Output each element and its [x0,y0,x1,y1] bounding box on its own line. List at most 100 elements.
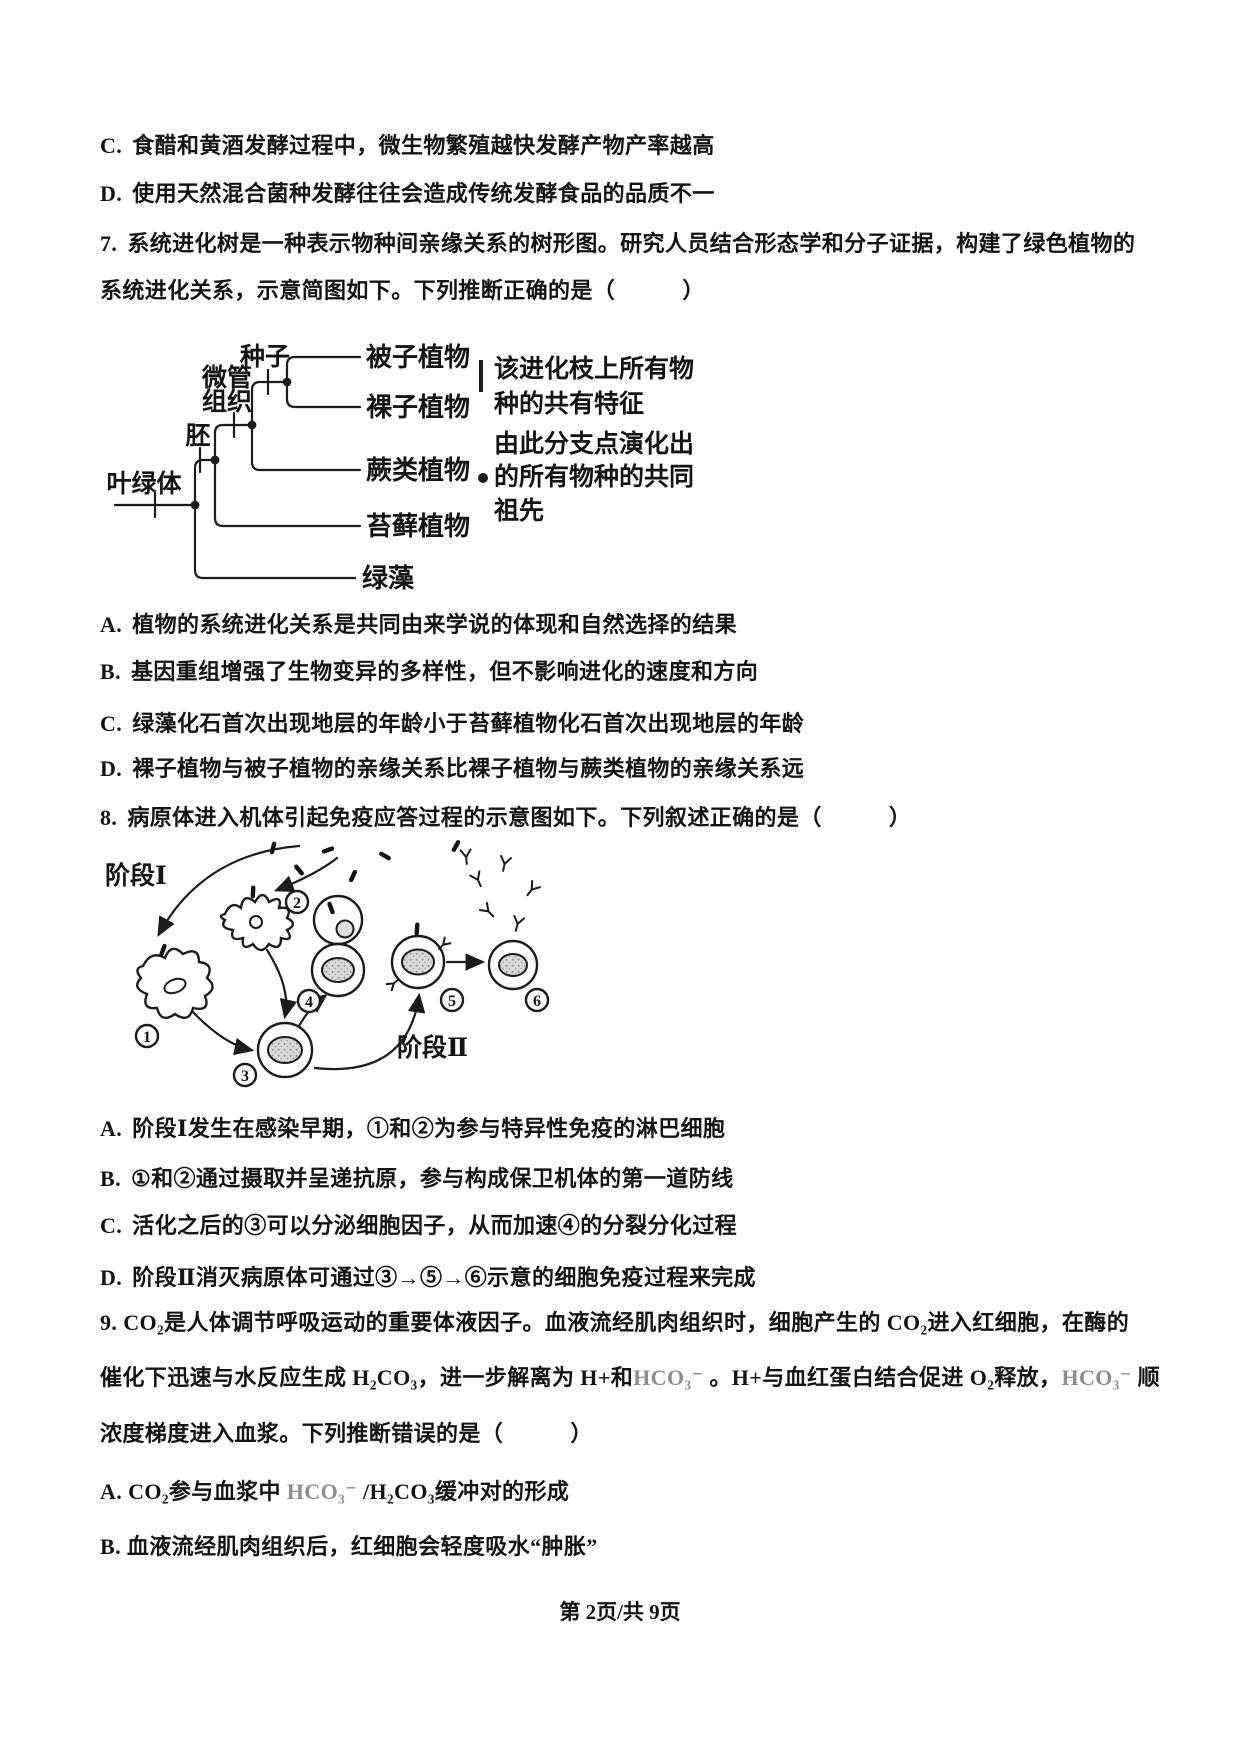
option-label: B. [100,659,121,684]
stage-2-label: 阶段Ⅱ [397,1033,468,1062]
question-number: 7. [100,231,118,256]
tree-branches [113,355,362,580]
q8-option-b: B. ①和②通过摄取并呈递抗原，参与构成保卫机体的第一道防线 [100,1161,734,1193]
q9-stem-line3: 浓度梯度进入血浆。下列推断错误的是（ ） [100,1416,593,1448]
option-label: C. [100,1213,123,1238]
option-label: B. [100,1166,121,1191]
label-cell-6: 6 [524,987,550,1013]
node-chloroplast [190,500,200,510]
option-text: A. CO₂参与血浆中 [100,1479,287,1504]
label-cell-4: 4 [296,988,322,1014]
node-vascular [247,420,257,430]
svg-text:1: 1 [143,1029,151,1046]
pathogen-particles [269,841,391,883]
trait-label-embryo: 胚 [184,422,210,450]
bicarbonate-formula: HCO₃⁻ [1061,1365,1132,1390]
stem-text: 。H+与血红蛋白结合促进 O₂释放， [703,1365,1062,1390]
trait-label-seed: 种子 [240,343,290,371]
cell-3-helper [256,1021,314,1079]
bicarbonate-formula: HCO₃⁻ [633,1365,704,1390]
taxon-label-fern: 蕨类植物 [366,456,470,485]
taxon-label-green-algae: 绿藻 [362,564,415,593]
q8-option-c: C. 活化之后的③可以分泌细胞因子，从而加速④的分裂分化过程 [100,1208,737,1240]
q7-option-d: D. 裸子植物与被子植物的亲缘关系比裸子植物与蕨类植物的亲缘关系远 [100,751,804,783]
page-number: 第 2页/共 9页 [559,1600,681,1624]
immune-response-figure: 阶段Ⅰ 阶段Ⅱ [105,840,550,1088]
option-text: ①和②通过摄取并呈递抗原，参与构成保卫机体的第一道防线 [130,1166,734,1191]
stem-text: 系统进化关系，示意简图如下。下列推断正确的是（ ） [100,278,705,303]
stage-1-label: 阶段Ⅰ [105,861,167,890]
stem-text: 9. CO₂是人体调节呼吸运动的重要体液因子。血液流经肌肉组织时，细胞产生的 C… [100,1310,1130,1335]
q7-stem-line2: 系统进化关系，示意简图如下。下列推断正确的是（ ） [100,273,705,305]
stem-text: 催化下迅速与水反应生成 H₂CO₃，进一步解离为 H+和 [100,1365,634,1390]
node-embryo [210,455,220,465]
option-text: 阶段Ⅱ消灭病原体可通过③→⑤→⑥示意的细胞免疫过程来完成 [132,1265,756,1290]
taxon-label-moss: 苔藓植物 [366,512,470,541]
q9-option-a: A. CO₂参与血浆中 HCO₃⁻ /H₂CO₃缓冲对的形成 [100,1474,569,1506]
stem-text: 系统进化树是一种表示物种间亲缘关系的树形图。研究人员结合形态学和分子证据，构建了… [127,231,1136,256]
label-cell-1: 1 [134,1023,160,1049]
option-text: 植物的系统进化关系是共同由来学说的体现和自然选择的结果 [132,612,738,637]
option-text: /H₂CO₃缓冲对的形成 [357,1479,570,1504]
cell-4-bcell [310,894,366,998]
legend-node-text-1: 由此分支点演化出 [494,429,694,458]
phylogenetic-tree-figure: 种子 微管 组织 胚 叶绿体 被子植物 裸子植物 蕨类植物 苔藓植物 绿藻 该进… [106,343,694,593]
q8-option-d: D. 阶段Ⅱ消灭病原体可通过③→⑤→⑥示意的细胞免疫过程来完成 [100,1260,756,1292]
q7-option-a: A. 植物的系统进化关系是共同由来学说的体现和自然选择的结果 [100,607,737,639]
stem-text: 病原体进入机体引起免疫应答过程的示意图如下。下列叙述正确的是（ ） [127,805,912,830]
option-label: A. [100,612,123,637]
svg-text:4: 4 [305,994,313,1011]
q6-option-d: D. 使用天然混合菌种发酵往往会造成传统发酵食品的品质不一 [100,176,715,208]
taxon-label-angiosperm: 被子植物 [366,343,470,372]
option-label: C. [100,133,123,158]
trait-label-vascular-1: 微管 [201,363,252,392]
option-text: B. 血液流经肌肉组织后，红细胞会轻度吸水“肿胀” [100,1534,598,1559]
q8-option-a: A. 阶段Ⅰ发生在感染早期，①和②为参与特异性免疫的淋巴细胞 [100,1111,725,1143]
label-cell-3: 3 [232,1062,258,1088]
svg-text:6: 6 [533,993,541,1010]
trait-label-chloroplast: 叶绿体 [106,469,182,498]
tree-nodes [190,377,292,510]
legend-node-text-3: 祖先 [494,497,544,525]
node-seed [282,377,292,387]
antibody-particles [451,840,542,932]
cell-number-labels: 1 2 3 4 5 6 [134,889,550,1088]
option-label: D. [100,756,123,781]
svg-text:5: 5 [448,993,456,1010]
trait-label-vascular-2: 组织 [202,387,252,416]
svg-text:3: 3 [241,1068,249,1085]
question-number: 8. [100,805,118,830]
legend-node-text-2: 的所有物种的共同 [494,462,694,491]
option-label: C. [100,711,123,736]
stem-text: 浓度梯度进入血浆。下列推断错误的是（ ） [100,1421,593,1446]
q8-stem: 8. 病原体进入机体引起免疫应答过程的示意图如下。下列叙述正确的是（ ） [100,800,911,832]
option-label: D. [100,181,123,206]
cell-1-phagocyte [135,943,214,1020]
q7-stem-line1: 7. 系统进化树是一种表示物种间亲缘关系的树形图。研究人员结合形态学和分子证据，构… [100,226,1135,258]
tree-labels: 种子 微管 组织 胚 叶绿体 被子植物 裸子植物 蕨类植物 苔藓植物 绿藻 [106,343,470,593]
cell-2-dendritic [219,885,295,952]
cell-6-plasma [487,939,539,991]
option-label: A. [100,1116,123,1141]
option-text: 阶段Ⅰ发生在感染早期，①和②为参与特异性免疫的淋巴细胞 [132,1116,726,1141]
option-text: 裸子植物与被子植物的亲缘关系比裸子植物与蕨类植物的亲缘关系远 [132,756,805,781]
option-text: 绿藻化石首次出现地层的年龄小于苔藓植物化石首次出现地层的年龄 [132,711,805,736]
option-text: 活化之后的③可以分泌细胞因子，从而加速④的分裂分化过程 [132,1213,738,1238]
legend-node-symbol [478,473,488,483]
q9-option-b: B. 血液流经肌肉组织后，红细胞会轻度吸水“肿胀” [100,1529,598,1561]
q9-stem-line2: 催化下迅速与水反应生成 H₂CO₃，进一步解离为 H+和HCO₃⁻ 。H+与血红… [100,1360,1160,1392]
taxon-label-gymnosperm: 裸子植物 [366,393,470,422]
bicarbonate-formula: HCO₃⁻ [286,1479,358,1504]
cell-5-plasma-precursor [385,922,452,992]
legend-branch-text-1: 该进化枝上所有物 [494,354,694,383]
label-cell-5: 5 [439,987,465,1013]
q9-stem-line1: 9. CO₂是人体调节呼吸运动的重要体液因子。血液流经肌肉组织时，细胞产生的 C… [100,1305,1129,1337]
option-text: 基因重组增强了生物变异的多样性，但不影响进化的速度和方向 [130,659,759,684]
legend-branch-text-2: 种的共有特征 [494,389,644,418]
q6-option-c: C. 食醋和黄酒发酵过程中，微生物繁殖越快发酵产物产率越高 [100,128,715,160]
option-label: D. [100,1265,123,1290]
option-text: 食醋和黄酒发酵过程中，微生物繁殖越快发酵产物产率越高 [132,133,715,158]
tree-legend: 该进化枝上所有物 种的共有特征 由此分支点演化出 的所有物种的共同 祖先 [478,354,694,525]
option-text: 使用天然混合菌种发酵往往会造成传统发酵食品的品质不一 [132,181,715,206]
